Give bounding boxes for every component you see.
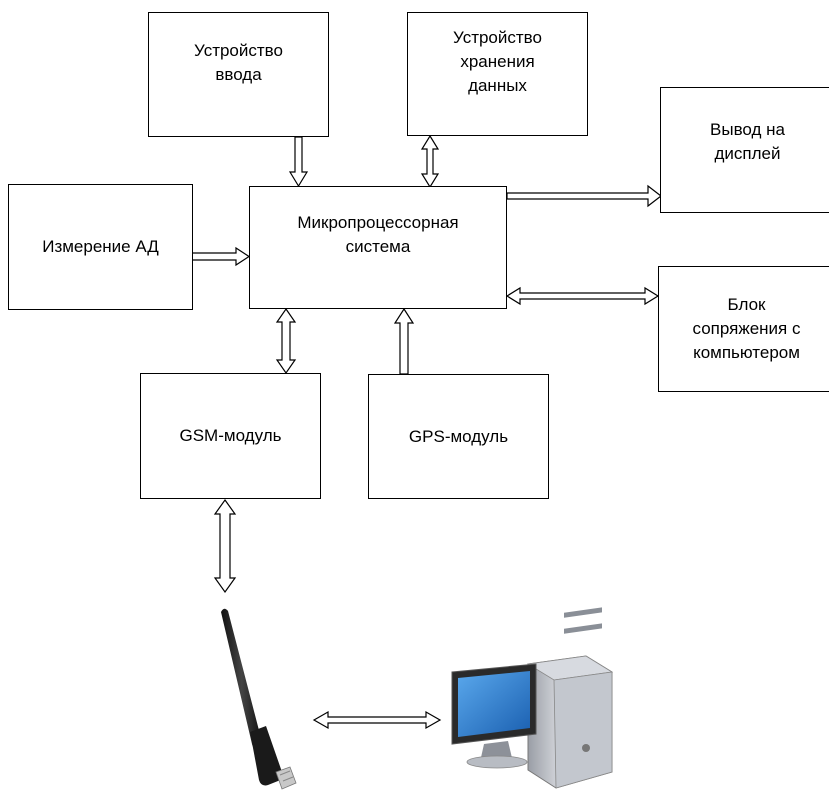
bp-measurement-block: Измерение АД <box>8 184 193 310</box>
microprocessor-block: Микропроцессорная система <box>249 186 507 309</box>
storage-device-label: Устройство хранения данных <box>453 28 542 95</box>
gsm-module-label: GSM-модуль <box>179 426 282 445</box>
desktop-computer-icon <box>451 607 614 789</box>
gsm-module-block: GSM-модуль <box>140 373 321 499</box>
display-output-label: Вывод на дисплей <box>710 120 785 163</box>
display-output-block: Вывод на дисплей <box>660 87 829 213</box>
arrow-gsm-antenna <box>213 498 237 594</box>
arrow-mps-to-display <box>506 184 662 208</box>
gps-module-block: GPS-модуль <box>368 374 549 499</box>
gps-module-label: GPS-модуль <box>408 426 509 446</box>
storage-device-block: Устройство хранения данных <box>407 12 588 136</box>
input-device-block: Устройство ввода <box>148 12 329 137</box>
pc-interface-label: Блок сопряжения с компьютером <box>692 295 801 362</box>
usb-wifi-antenna-icon <box>221 608 297 790</box>
arrow-mps-pcinterface <box>505 286 660 306</box>
arrow-mps-gsm <box>275 307 297 375</box>
arrow-input-to-mps <box>288 136 309 188</box>
arrow-storage-mps <box>420 134 440 189</box>
input-device-label: Устройство ввода <box>194 41 283 84</box>
pc-interface-block: Блок сопряжения с компьютером <box>658 266 829 392</box>
arrow-bp-to-mps <box>191 246 251 267</box>
bp-measurement-label: Измерение АД <box>42 237 159 256</box>
microprocessor-label: Микропроцессорная система <box>297 213 459 256</box>
arrow-gps-to-mps <box>393 307 415 375</box>
arrow-antenna-computer <box>312 710 442 730</box>
